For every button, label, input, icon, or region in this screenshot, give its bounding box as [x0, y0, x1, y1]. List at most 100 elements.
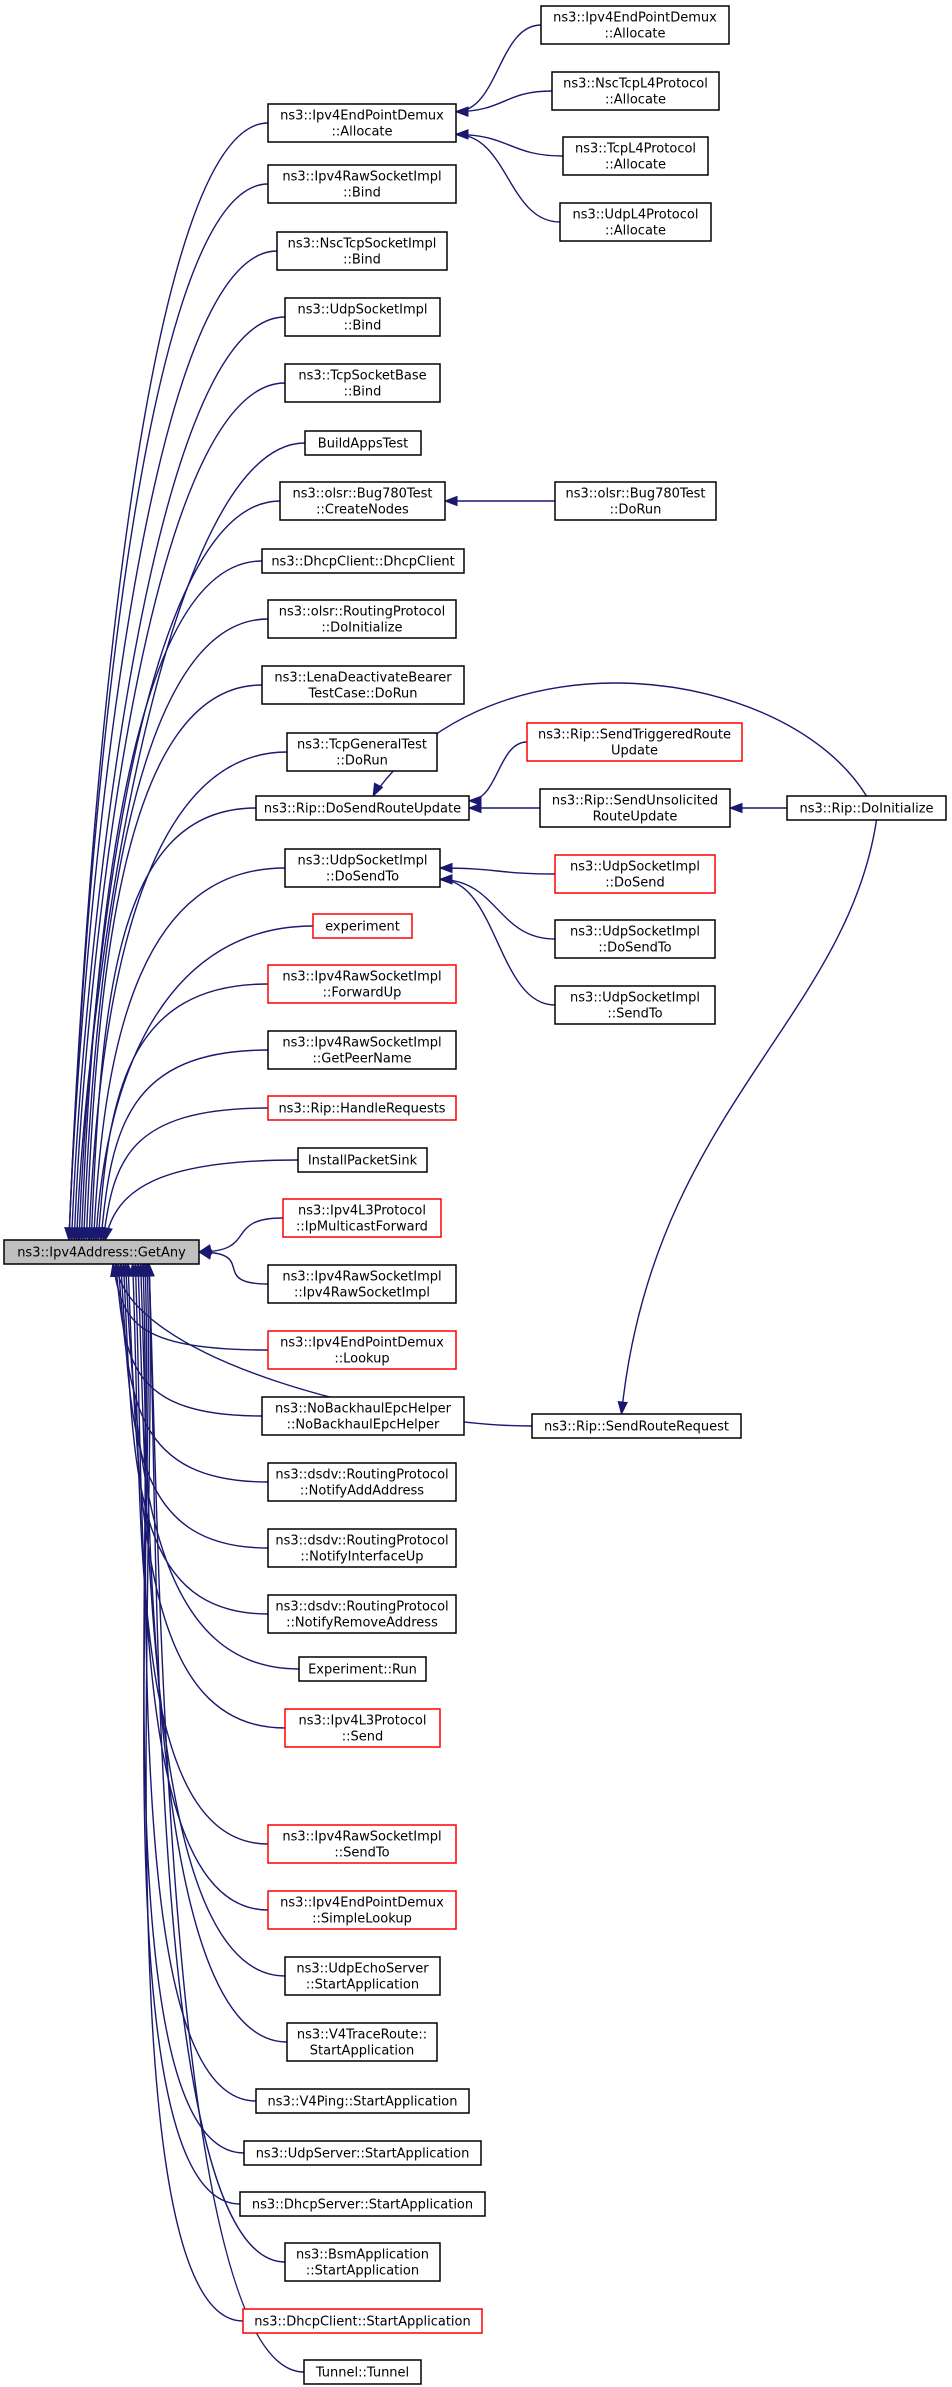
graph-node[interactable]: ns3::Ipv4RawSocketImpl::Bind	[267, 164, 457, 204]
node-label: TestCase::DoRun	[307, 687, 417, 702]
graph-node[interactable]: ns3::Ipv4RawSocketImpl::Ipv4RawSocketImp…	[267, 1264, 457, 1304]
arrow-head	[728, 802, 743, 814]
graph-node[interactable]: ns3::olsr::RoutingProtocol::DoInitialize	[267, 599, 457, 639]
node-label: ns3::Ipv4L3Protocol	[299, 1714, 427, 1729]
graph-node[interactable]: ns3::UdpL4Protocol::Allocate	[559, 202, 712, 242]
node-box	[242, 2308, 483, 2334]
node-box	[284, 297, 441, 337]
graph-node[interactable]: ns3::Ipv4L3Protocol::IpMulticastForward	[282, 1198, 442, 1238]
graph-node[interactable]: ns3::dsdv::RoutingProtocol::NotifyAddAdd…	[267, 1462, 457, 1502]
call-edge	[455, 90, 553, 113]
node-box	[267, 103, 457, 143]
graph-node[interactable]: Experiment::Run	[298, 1656, 427, 1682]
graph-node[interactable]: ns3::DhcpServer::StartApplication	[239, 2191, 486, 2217]
call-edge	[148, 1263, 286, 2263]
root-node[interactable]: ns3::Ipv4Address::GetAny	[3, 1239, 200, 1265]
graph-node[interactable]: ns3::NscTcpSocketImpl::Bind	[276, 231, 448, 271]
graph-node[interactable]: ns3::UdpSocketImpl::DoSendTo	[554, 919, 716, 959]
graph-node[interactable]: ns3::V4TraceRoute::StartApplication	[286, 2022, 438, 2062]
graph-node[interactable]: experiment	[312, 913, 413, 939]
node-label: ns3::Ipv4RawSocketImpl	[282, 1830, 441, 1845]
graph-node[interactable]: ns3::UdpEchoServer::StartApplication	[284, 1956, 441, 1996]
node-box	[304, 430, 422, 456]
node-label: ::SendTo	[607, 1007, 662, 1022]
node-label: ::NotifyAddAddress	[300, 1484, 424, 1499]
graph-node[interactable]: ns3::UdpSocketImpl::DoSendTo	[284, 848, 441, 888]
node-label: ns3::DhcpClient::DhcpClient	[271, 555, 454, 570]
graph-node[interactable]: ns3::Ipv4EndPointDemux::Lookup	[267, 1330, 457, 1370]
arrow-head	[438, 874, 453, 885]
node-label: ::Bind	[343, 186, 381, 201]
node-box	[562, 136, 709, 176]
graph-node[interactable]: ns3::UdpServer::StartApplication	[243, 2140, 482, 2166]
graph-node[interactable]: ns3::NscTcpL4Protocol::Allocate	[551, 71, 720, 111]
node-label: ns3::TcpGeneralTest	[297, 738, 427, 753]
node-box	[267, 1095, 457, 1121]
call-edge	[439, 867, 556, 875]
graph-node[interactable]: ns3::TcpGeneralTest::DoRun	[286, 732, 438, 772]
node-box	[554, 854, 716, 894]
arrow-head	[438, 862, 453, 874]
graph-node[interactable]: ns3::Rip::DoSendRouteUpdate	[255, 795, 470, 821]
call-edge	[439, 878, 556, 940]
node-label: ns3::Ipv4EndPointDemux	[280, 1336, 444, 1351]
graph-node[interactable]: ns3::TcpL4Protocol::Allocate	[562, 136, 709, 176]
graph-node[interactable]: ns3::dsdv::RoutingProtocol::NotifyRemove…	[267, 1594, 457, 1634]
graph-node[interactable]: ns3::NoBackhaulEpcHelper::NoBackhaulEpcH…	[261, 1396, 465, 1436]
node-box	[267, 1462, 457, 1502]
graph-node[interactable]: ns3::olsr::Bug780Test::CreateNodes	[279, 481, 446, 521]
graph-node[interactable]: ns3::BsmApplication::StartApplication	[284, 2242, 441, 2282]
node-label: ns3::Rip::SendUnsolicited	[552, 794, 718, 809]
call-edge	[143, 1263, 245, 2154]
node-box	[255, 795, 470, 821]
call-edge	[73, 382, 286, 1241]
call-edge	[75, 442, 306, 1241]
call-edge	[131, 1263, 269, 1845]
node-label: Update	[611, 744, 658, 759]
graph-node[interactable]: ns3::Rip::DoInitialize	[786, 795, 947, 821]
graph-node[interactable]: Tunnel::Tunnel	[303, 2359, 422, 2385]
node-label: ns3::UdpL4Protocol	[573, 208, 699, 223]
graph-node[interactable]: ns3::Ipv4RawSocketImpl::SendTo	[267, 1824, 457, 1864]
call-edge	[137, 1263, 286, 1977]
node-box	[284, 848, 441, 888]
graph-node[interactable]: ns3::Ipv4RawSocketImpl::ForwardUp	[267, 964, 457, 1004]
graph-node[interactable]: ns3::olsr::Bug780Test::DoRun	[554, 481, 717, 521]
graph-node[interactable]: InstallPacketSink	[297, 1147, 428, 1173]
node-box	[267, 164, 457, 204]
graph-node[interactable]: ns3::Ipv4RawSocketImpl::GetPeerName	[267, 1030, 457, 1070]
graph-node[interactable]: ns3::Ipv4EndPointDemux::SimpleLookup	[267, 1890, 457, 1930]
graph-node[interactable]: ns3::dsdv::RoutingProtocol::NotifyInterf…	[267, 1528, 457, 1568]
graph-node[interactable]: ns3::Rip::HandleRequests	[267, 1095, 457, 1121]
graph-node[interactable]: ns3::UdpSocketImpl::DoSend	[554, 854, 716, 894]
graph-node[interactable]: ns3::DhcpClient::StartApplication	[242, 2308, 483, 2334]
node-label: ns3::UdpSocketImpl	[570, 925, 700, 940]
node-label: RouteUpdate	[593, 810, 678, 825]
graph-node[interactable]: ns3::V4Ping::StartApplication	[255, 2088, 470, 2114]
node-label: ns3::DhcpClient::StartApplication	[254, 2315, 470, 2330]
node-box	[554, 985, 716, 1025]
node-box	[261, 548, 465, 574]
node-label: ns3::olsr::Bug780Test	[292, 487, 432, 502]
node-box	[303, 2359, 422, 2385]
graph-node[interactable]: ns3::UdpSocketImpl::Bind	[284, 297, 441, 337]
call-edge	[134, 1263, 269, 1911]
graph-node[interactable]: ns3::Ipv4EndPointDemux::Allocate	[540, 5, 730, 45]
node-label: ns3::LenaDeactivateBearer	[274, 671, 452, 686]
graph-node[interactable]: BuildAppsTest	[304, 430, 422, 456]
graph-node[interactable]: ns3::DhcpClient::DhcpClient	[261, 548, 465, 574]
graph-node[interactable]: ns3::Rip::SendRouteRequest	[531, 1413, 742, 1439]
graph-node[interactable]: ns3::UdpSocketImpl::SendTo	[554, 985, 716, 1025]
graph-node[interactable]: ns3::Ipv4L3Protocol::Send	[284, 1708, 441, 1748]
nodes-layer: ns3::Ipv4Address::GetAnyns3::Ipv4EndPoin…	[3, 5, 947, 2385]
arrow-head	[144, 1262, 155, 1277]
node-label: StartApplication	[310, 2044, 414, 2059]
node-label: ns3::UdpSocketImpl	[570, 860, 700, 875]
node-box	[526, 722, 743, 762]
graph-node[interactable]: ns3::TcpSocketBase::Bind	[284, 363, 441, 403]
graph-node[interactable]: ns3::Ipv4EndPointDemux::Allocate	[267, 103, 457, 143]
call-edge	[114, 1263, 263, 1417]
